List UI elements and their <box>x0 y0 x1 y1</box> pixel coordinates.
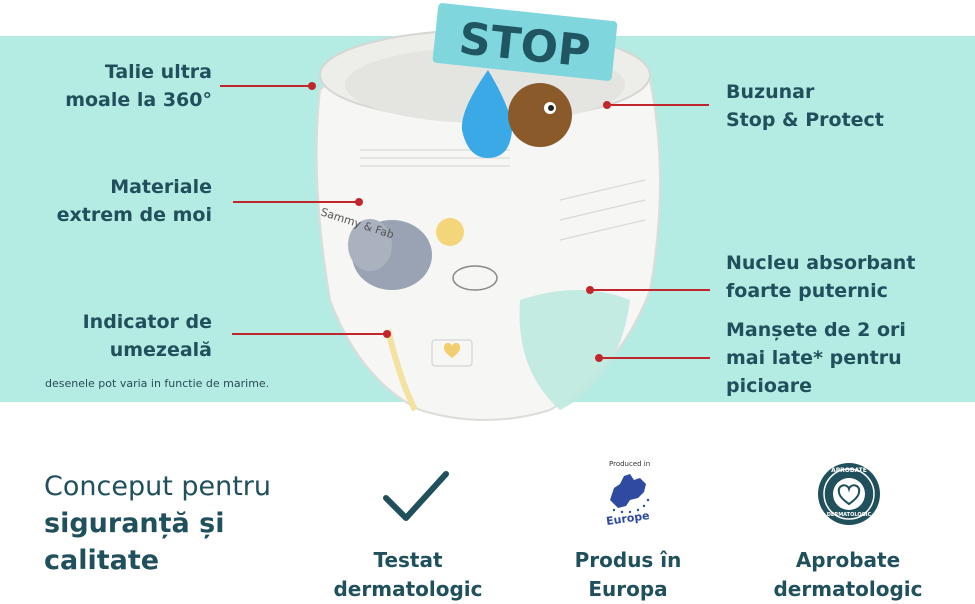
safety-line-2: siguranță și <box>44 508 225 539</box>
checkmark-icon <box>383 471 449 521</box>
badge-produced: Produs în Europa <box>574 548 682 601</box>
callout-materials-dot <box>355 198 363 206</box>
produced-in-label: Produced in <box>609 460 651 468</box>
badge-tested: Testat dermatologic <box>333 548 483 601</box>
size-note: desenele pot varia in functie de marime. <box>45 377 270 390</box>
callout-indicator-dot <box>383 330 391 338</box>
callout-pocket-dot <box>603 101 611 109</box>
callout-indicator: Indicator de umezeală <box>82 311 212 361</box>
seal-top-text: APROBATE <box>831 467 867 474</box>
safety-headline: Conceput pentru siguranță și calitate <box>44 468 271 579</box>
seal-bottom-text: DERMATOLOGIC <box>826 512 872 518</box>
badge-approved: Aprobate dermatologic <box>773 548 923 601</box>
callout-cuffs: Manșete de 2 ori mai late* pentru picioa… <box>726 319 906 397</box>
callout-materials: Materiale extrem de moi <box>56 176 212 226</box>
callout-core-dot <box>586 286 594 294</box>
safety-line-1: Conceput pentru <box>44 471 272 502</box>
callout-waist-line <box>220 85 312 87</box>
diaper-illustration: STOP Sammy & Fab <box>315 3 661 421</box>
dermatologic-seal-icon <box>818 463 880 525</box>
callout-cuffs-line <box>601 357 710 359</box>
callout-waist-dot <box>308 82 316 90</box>
safety-line-3: calitate <box>44 545 160 576</box>
europe-map-icon <box>610 474 650 514</box>
callout-waist: Talie ultra moale la 360° <box>65 61 212 111</box>
callout-core-line <box>592 289 710 291</box>
callout-materials-line <box>233 201 359 203</box>
callout-pocket: Buzunar Stop & Protect <box>726 81 884 131</box>
callout-indicator-line <box>232 333 387 335</box>
callout-core: Nucleu absorbant foarte puternic <box>726 252 916 302</box>
callout-pocket-line <box>609 104 709 106</box>
callout-cuffs-dot <box>595 354 603 362</box>
